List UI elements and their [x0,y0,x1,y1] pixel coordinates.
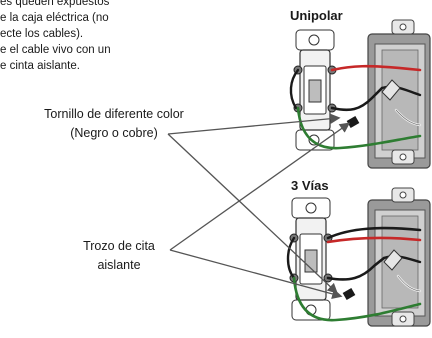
tape-callout-line-2: aislante [97,258,141,272]
intro-line-1: es queden expuestos [0,0,110,8]
screw-callout-line-1: Tornillo de diferente color [44,107,184,121]
tape-callout-line-1: Trozo de cita [83,239,155,253]
switch-bottom [289,197,333,321]
tape-bottom-icon [342,288,356,300]
screw-callout-line-2: (Negro o cobre) [70,126,158,140]
leader-tape-bottom [169,249,343,299]
intro-line-5: e cinta aislante. [0,60,80,72]
wire-nut-top-icon [381,79,401,101]
intro-line-3: ecte los cables). [0,28,84,40]
three-way-diagram [286,187,431,327]
leader-screw-top [167,113,341,135]
screw-callout: Tornillo de diferente color (Negro o cob… [30,105,198,143]
tape-callout: Trozo de cita aislante [66,237,172,275]
wire-nut-bottom-icon [383,249,403,271]
leader-tape-top [169,122,351,251]
intro-line-2: e la caja eléctrica (no [0,12,109,24]
wires-bottom [286,226,422,322]
single-pole-diagram [289,19,431,169]
switch-top [293,29,337,151]
leader-screw-bottom [167,133,338,294]
intro-line-4: e el cable vivo con un [0,44,111,56]
tape-top-icon [346,116,360,128]
leader-lines [167,113,351,299]
single-pole-title: Unipolar [290,8,343,23]
three-way-title: 3 Vías [291,178,329,193]
electrical-box-bottom [367,187,431,327]
